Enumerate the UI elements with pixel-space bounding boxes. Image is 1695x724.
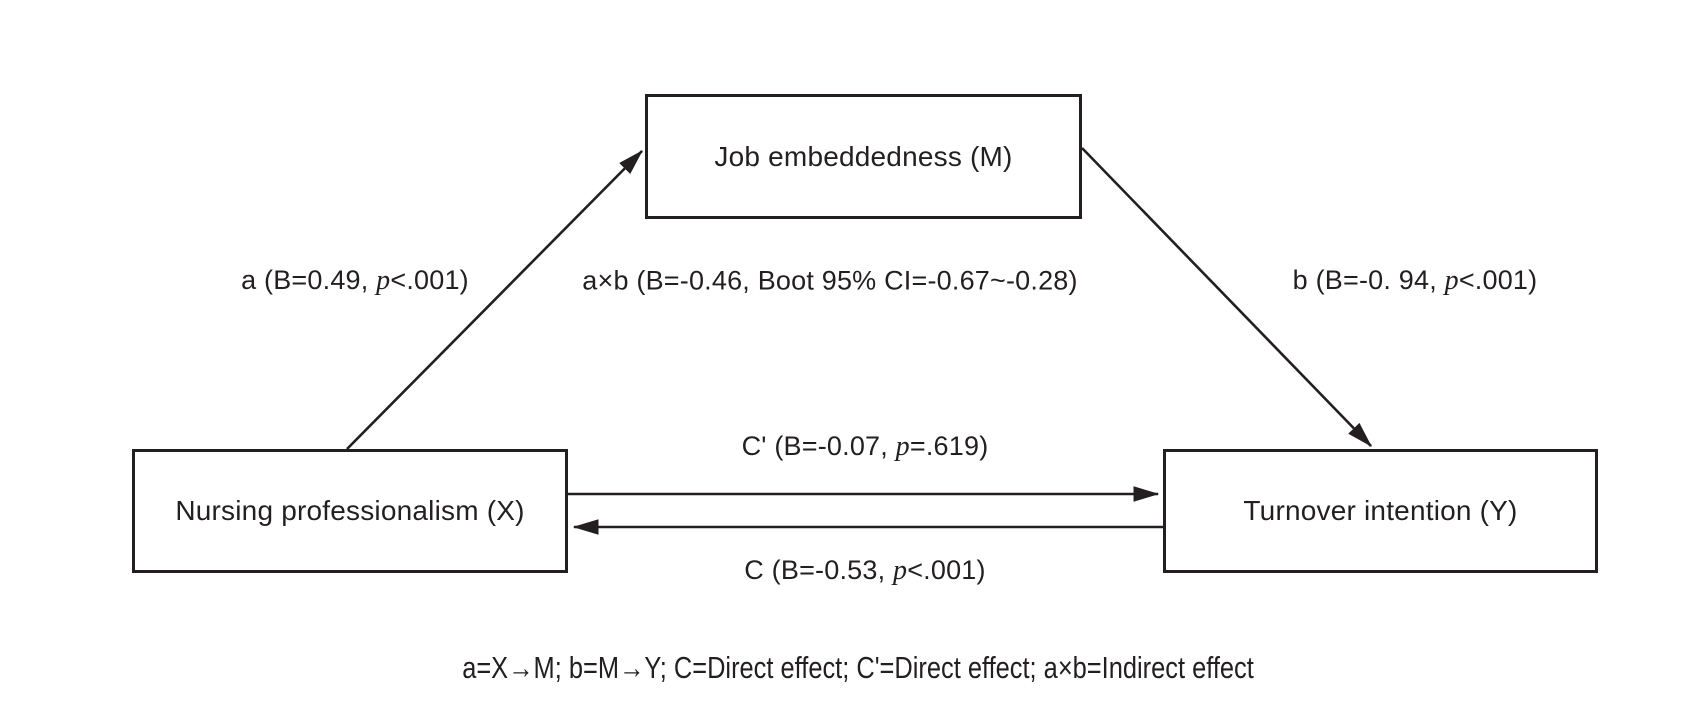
mediator-box: Job embeddedness (M) — [645, 94, 1082, 219]
path-b-label: b (B=-0. 94, p<.001) — [1293, 265, 1538, 297]
legend-note: a=X→M; b=M→Y; C=Direct effect; C'=Direct… — [375, 650, 1340, 686]
path-c-prime-label-p-italic: p — [895, 431, 910, 462]
mediator-box-label: Job embeddedness (M) — [714, 140, 1013, 172]
path-a-label-p-italic: p — [376, 265, 391, 296]
path-b-label-p-italic: p — [1444, 265, 1459, 296]
dependent-box: Turnover intention (Y) — [1163, 449, 1598, 573]
path-c-prime-label-prefix: C' (B=-0.07, — [741, 431, 896, 461]
path-c-label-suffix: <.001) — [907, 555, 986, 585]
path-c-prime-label: C' (B=-0.07, p=.619) — [742, 431, 989, 463]
path-b-label-prefix: b (B=-0. 94, — [1292, 265, 1445, 295]
indirect-effect-label: a×b (B=-0.46, Boot 95% CI=-0.67~-0.28) — [582, 266, 1077, 297]
path-c-label: C (B=-0.53, p<.001) — [744, 555, 985, 587]
path-c-label-prefix: C (B=-0.53, — [744, 555, 893, 585]
path-b-arrow — [1081, 147, 1372, 447]
path-a-label-prefix: a (B=0.49, — [241, 265, 377, 295]
legend-note-text: a=X→M; b=M→Y; C=Direct effect; C'=Direct… — [462, 650, 1254, 685]
path-c-label-p-italic: p — [893, 555, 908, 586]
path-b-label-suffix: <.001) — [1458, 265, 1538, 295]
path-a-arrow — [346, 150, 643, 450]
independent-box-label: Nursing professionalism (X) — [175, 495, 525, 526]
path-c-prime-label-suffix: =.619) — [909, 431, 989, 461]
indirect-effect-label-text: a×b (B=-0.46, Boot 95% CI=-0.67~-0.28) — [582, 265, 1078, 296]
path-a-label: a (B=0.49, p<.001) — [241, 265, 469, 297]
path-a-label-suffix: <.001) — [390, 265, 469, 295]
independent-box: Nursing professionalism (X) — [132, 449, 568, 573]
dependent-box-label: Turnover intention (Y) — [1243, 495, 1518, 526]
